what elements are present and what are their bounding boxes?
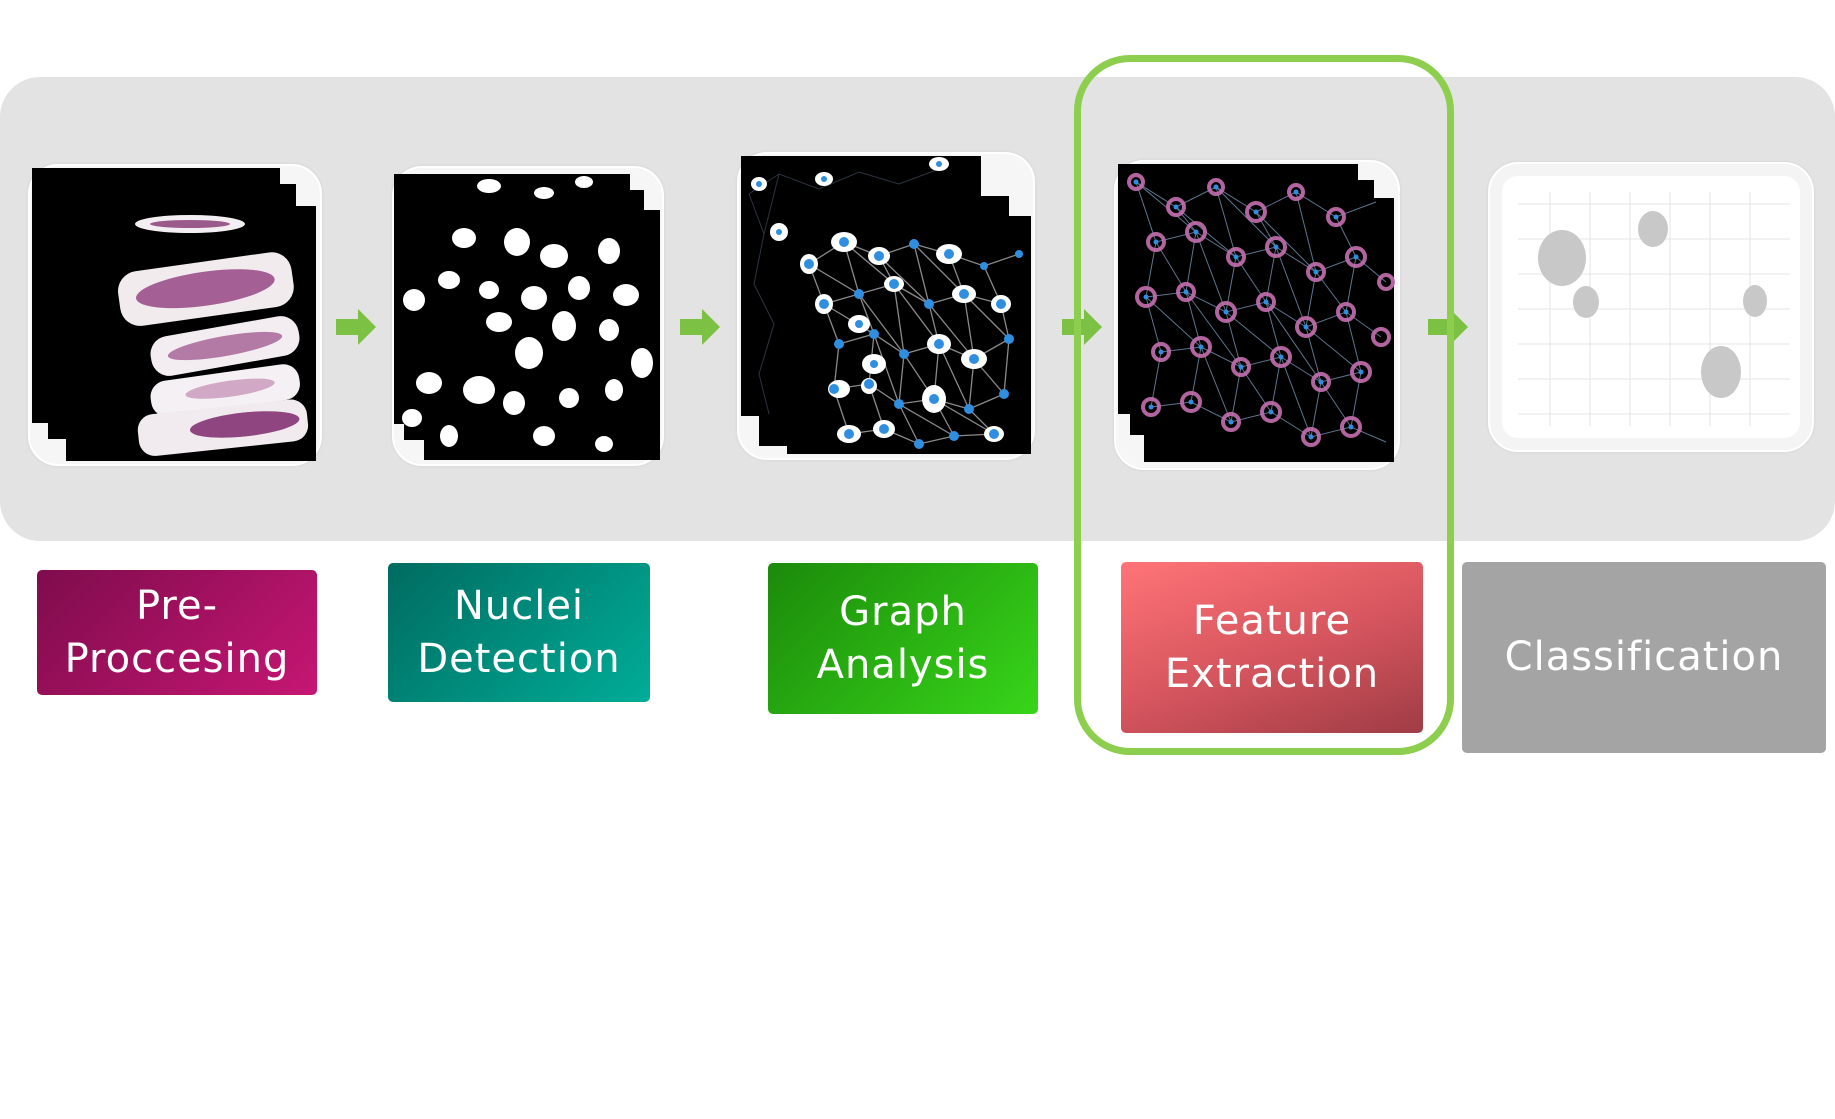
arrow-3-icon: [1062, 309, 1102, 345]
stage-text-preprocessing: Pre- Proccesing: [64, 582, 290, 682]
graph-analysis-image: [737, 152, 1035, 460]
nuclei-detection-image: [392, 166, 664, 466]
highlight-box: [1074, 55, 1454, 755]
preprocessing-image: [28, 164, 322, 466]
stage-label-classification: Classification: [1462, 562, 1826, 753]
stage-label-feature-extraction: Feature Extraction: [1121, 562, 1423, 733]
arrow-2-icon: [680, 309, 720, 345]
feature-extraction-image: [1114, 160, 1400, 470]
stage-text-classification: Classification: [1504, 634, 1784, 681]
stage-text-feature-extraction: Feature Extraction: [1164, 597, 1380, 697]
stage-label-graph-analysis: Graph Analysis: [768, 563, 1038, 714]
stage-text-graph-analysis: Graph Analysis: [816, 588, 990, 688]
stage-text-nuclei-detection: Nuclei Detection: [417, 582, 621, 682]
arrow-1-icon: [336, 309, 376, 345]
classification-image: [1488, 162, 1814, 452]
stage-label-nuclei-detection: Nuclei Detection: [388, 563, 650, 702]
stage-label-preprocessing: Pre- Proccesing: [37, 570, 317, 695]
